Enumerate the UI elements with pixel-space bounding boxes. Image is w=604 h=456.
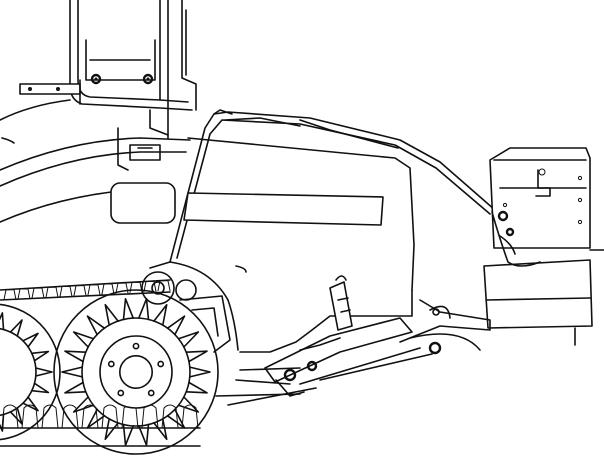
hood-vent-slot bbox=[183, 192, 384, 226]
housing-bolts bbox=[502, 175, 583, 225]
lug-bolt-icon bbox=[157, 360, 165, 368]
wheel-hub bbox=[99, 335, 173, 409]
lug-bolt-icon bbox=[117, 389, 125, 397]
sprocket-teeth bbox=[0, 312, 53, 432]
cab-bolt-right-icon bbox=[142, 73, 154, 85]
hose-assembly bbox=[491, 210, 541, 267]
track-assembly bbox=[0, 261, 231, 455]
cab bbox=[0, 0, 197, 223]
engine-hood bbox=[169, 109, 496, 353]
lug-bolt-icon bbox=[107, 360, 115, 368]
front-housing bbox=[483, 147, 604, 346]
drive-sprocket bbox=[53, 289, 219, 455]
linkage-pivot-icon bbox=[283, 341, 442, 382]
cab-bolt-left-icon bbox=[90, 73, 102, 85]
cab-side-window bbox=[110, 182, 176, 224]
mirror-bracket bbox=[19, 79, 81, 105]
rear-idler-wheel bbox=[0, 303, 61, 441]
latch-icon bbox=[535, 168, 551, 197]
linkage-arm bbox=[215, 275, 491, 406]
lug-bolt-icon bbox=[147, 389, 155, 397]
hydraulic-cylinder bbox=[329, 275, 353, 331]
lug-bolt-icon bbox=[132, 342, 140, 350]
